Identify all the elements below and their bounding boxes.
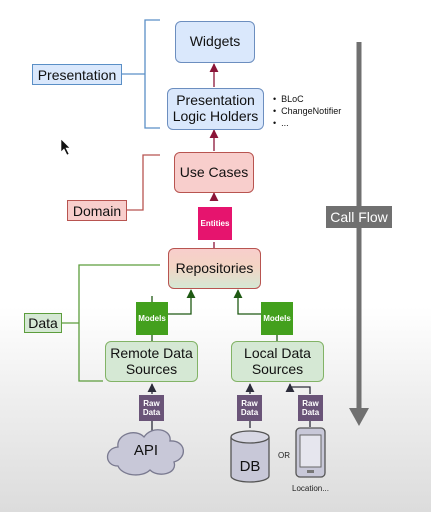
- presentation-layer-label: Presentation: [32, 64, 122, 85]
- raw-data-arrows: [147, 383, 311, 432]
- database-icon: [230, 430, 270, 483]
- db-label: DB: [239, 458, 261, 475]
- presentation-logic-holders-box: Presentation Logic Holders: [167, 88, 264, 130]
- data-layer-label: Data: [24, 313, 62, 333]
- phone-icon: [295, 427, 326, 478]
- data-bracket: [62, 264, 160, 382]
- logic-holder-examples: BLoC ChangeNotifier ...: [273, 93, 341, 129]
- models-chip-remote: Models: [136, 302, 168, 335]
- domain-layer-label: Domain: [67, 200, 127, 221]
- widgets-box: Widgets: [175, 21, 255, 63]
- or-label: OR: [278, 451, 290, 460]
- raw-data-chip-location: Raw Data: [298, 395, 323, 421]
- cloud-icon: [106, 429, 184, 476]
- repositories-box: Repositories: [168, 248, 261, 289]
- more-example: ...: [273, 117, 341, 129]
- models-arrows: [151, 289, 278, 341]
- mouse-cursor-icon: [60, 138, 71, 156]
- entities-chip: Entities: [198, 207, 232, 240]
- call-flow-arrow: [349, 42, 369, 426]
- changenotifier-example: ChangeNotifier: [273, 105, 341, 117]
- domain-bracket: [127, 154, 160, 211]
- raw-data-chip-db: Raw Data: [237, 395, 262, 421]
- use-cases-box: Use Cases: [174, 152, 254, 193]
- api-label: API: [133, 442, 159, 459]
- arrow-down-icon: [349, 408, 369, 426]
- presentation-bracket: [122, 19, 160, 129]
- bloc-example: BLoC: [273, 93, 341, 105]
- location-label: Location...: [292, 484, 329, 493]
- call-flow-label: Call Flow: [326, 206, 392, 228]
- local-data-sources-box: Local Data Sources: [231, 341, 324, 382]
- remote-data-sources-box: Remote Data Sources: [105, 341, 198, 382]
- raw-data-chip-api: Raw Data: [139, 395, 164, 421]
- models-chip-local: Models: [261, 302, 293, 335]
